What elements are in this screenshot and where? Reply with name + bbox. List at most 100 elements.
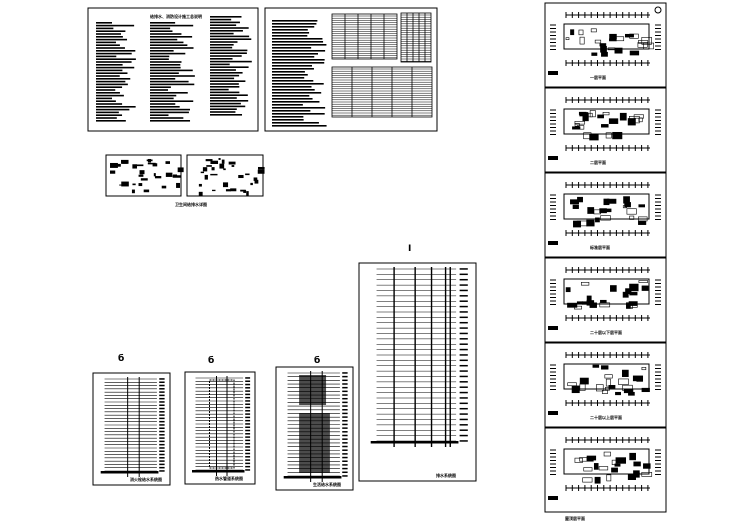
note-text-line (96, 55, 117, 58)
fixture-symbol (225, 189, 231, 192)
note-text-line (96, 120, 126, 122)
room (597, 114, 604, 119)
fixture-symbol (200, 171, 205, 174)
pipe-grid (209, 379, 235, 469)
room (603, 208, 612, 213)
room (570, 199, 579, 205)
note-text-line (272, 74, 308, 76)
fixture-symbol (250, 182, 253, 186)
room (602, 112, 610, 116)
note-text-line (272, 104, 303, 106)
note-text-line (272, 119, 304, 121)
room (591, 52, 598, 56)
room (629, 50, 640, 56)
room (604, 374, 613, 379)
fixture-symbol (138, 183, 143, 187)
room (624, 202, 631, 208)
fixture-symbol (231, 165, 235, 167)
fixture-symbol (173, 174, 178, 177)
fixture-symbol (206, 165, 212, 167)
note-text-line (150, 106, 180, 108)
room (583, 467, 593, 472)
room (593, 463, 599, 470)
fixture-symbol (205, 159, 213, 162)
note-text-line (272, 80, 314, 82)
room (641, 387, 650, 393)
note-text-line (96, 86, 123, 88)
floor-plan-sheet: 二十层以上层平面 (544, 342, 667, 428)
note-text-line (210, 32, 234, 35)
note-text-line (272, 41, 324, 43)
note-text-line (210, 44, 234, 46)
room (633, 461, 641, 467)
legend-block (548, 411, 558, 415)
note-text-line (150, 52, 186, 55)
legend-block (548, 241, 558, 245)
system-diagram-label: 排水系统图 (436, 472, 456, 478)
note-text-line (210, 108, 237, 110)
note-text-line (150, 30, 173, 32)
note-text-line (96, 58, 136, 60)
note-text-line (210, 38, 252, 40)
floor-plan-sheet: 标准层平面 (544, 172, 667, 258)
room (576, 301, 583, 305)
room (601, 390, 608, 394)
fixture-symbol (204, 174, 208, 180)
floor-plan-label: 二层平面 (590, 159, 606, 165)
room (627, 473, 636, 480)
room (596, 384, 604, 392)
fixture-symbol (135, 164, 144, 167)
note-text-line (96, 94, 124, 97)
room (638, 220, 647, 225)
room (633, 114, 644, 119)
fixture-symbol (165, 172, 173, 177)
note-text-line (272, 83, 324, 85)
equipment-table (331, 66, 433, 118)
room (574, 122, 580, 127)
note-text-line (150, 97, 174, 100)
base-pipe (100, 471, 159, 474)
note-text-line (210, 30, 243, 32)
room (595, 217, 600, 223)
room (606, 474, 612, 482)
note-text-line (96, 117, 117, 119)
room (641, 472, 653, 477)
note-text-line (210, 60, 252, 63)
note-text-line (272, 68, 314, 70)
note-text-line (272, 110, 311, 112)
note-text-line (272, 113, 325, 115)
room (565, 37, 570, 40)
note-text-line (210, 94, 248, 96)
bathroom-detail-sheets: 卫生间给排水详图 (105, 154, 265, 207)
room (571, 385, 580, 394)
note-text-line (150, 86, 171, 88)
note-text-line (150, 92, 188, 94)
room (601, 124, 609, 128)
note-text-line (96, 69, 123, 72)
fixture-symbol (132, 183, 136, 186)
room (593, 209, 601, 215)
note-text-line (96, 33, 121, 35)
note-text-line (210, 63, 230, 66)
note-text-line (96, 64, 123, 66)
note-text-line (210, 21, 240, 24)
note-text-line (150, 27, 171, 30)
note-text-line (150, 69, 193, 72)
room (565, 287, 571, 293)
room (594, 39, 602, 44)
room (641, 285, 649, 291)
room (615, 457, 627, 464)
fixture-symbol (246, 191, 249, 196)
bathroom-detail-label: 卫生间给排水详图 (175, 201, 207, 207)
note-text-line (272, 38, 323, 40)
fixture-symbol (211, 167, 215, 171)
room (607, 47, 616, 51)
note-text-line (272, 95, 310, 97)
note-text-line (210, 49, 248, 52)
notes-title: 给排水、消防设计施工总说明 (149, 13, 202, 19)
room (615, 36, 625, 42)
note-text-line (210, 52, 247, 54)
